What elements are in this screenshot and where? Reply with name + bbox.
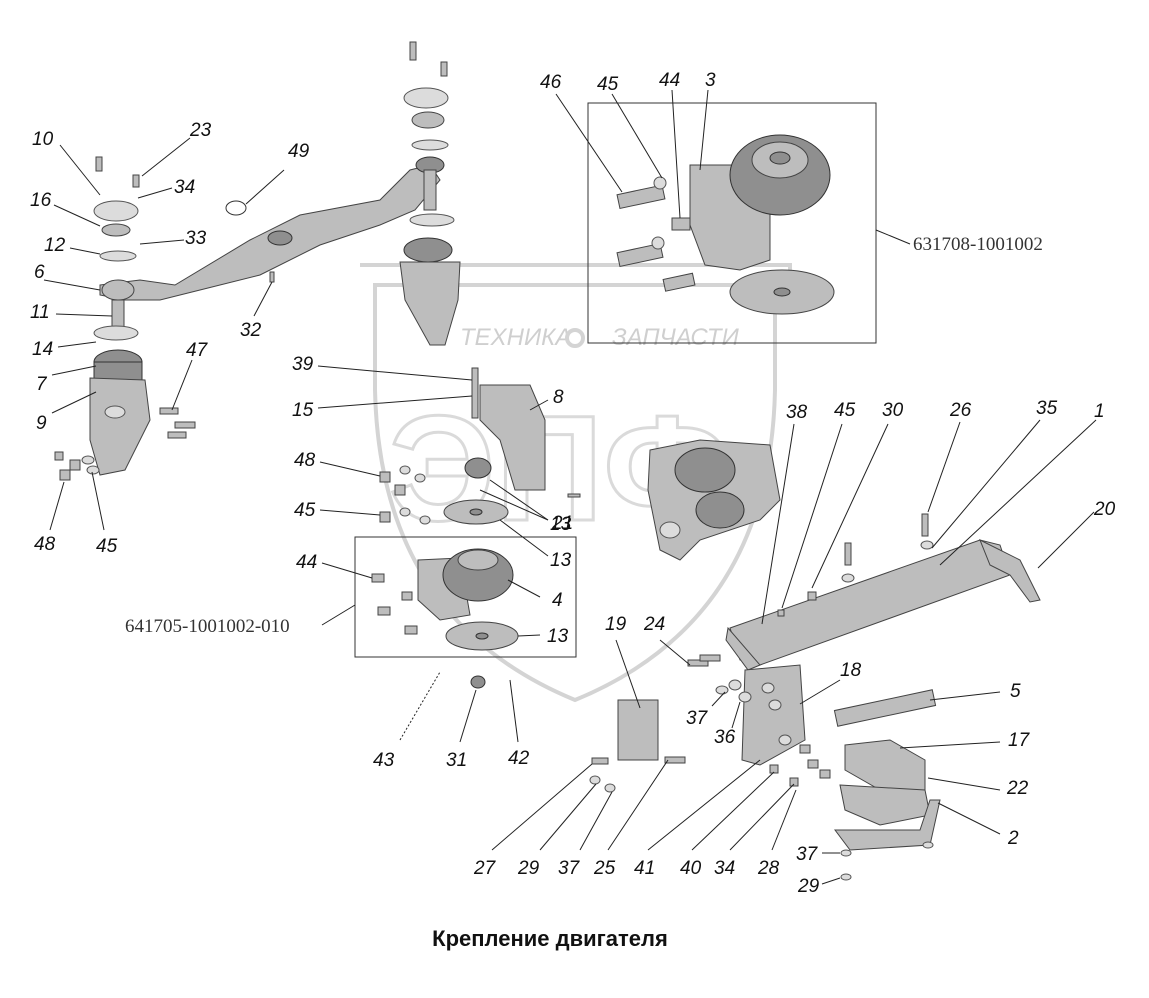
callout-36: 36 [714, 727, 736, 748]
callout-29a: 29 [517, 858, 540, 879]
callout-13b: 13 [550, 550, 572, 571]
callout-45a: 45 [597, 74, 619, 95]
watermark-left-word: ТЕХНИКА [460, 324, 571, 351]
center-mount-parts [399, 41, 461, 346]
callout-38: 38 [786, 402, 808, 423]
callout-22: 22 [1006, 778, 1029, 799]
callout-17: 17 [1008, 730, 1031, 751]
callout-44b: 44 [296, 552, 317, 573]
callout-10: 10 [32, 129, 54, 150]
middle-mount-parts [379, 367, 581, 525]
callout-7: 7 [36, 374, 48, 395]
callout-37c: 37 [796, 844, 819, 865]
callout-34b: 34 [714, 858, 735, 879]
callout-5: 5 [1010, 681, 1021, 702]
assembly-box-upper [587, 102, 877, 344]
callout-24: 24 [643, 614, 665, 635]
callout-48b: 48 [34, 534, 56, 555]
callout-3: 3 [705, 70, 716, 91]
callout-35: 35 [1036, 398, 1058, 419]
left-mount-parts [54, 156, 441, 481]
callout-25: 25 [593, 858, 616, 879]
callout-13c: 13 [547, 626, 569, 647]
callout-31: 31 [446, 750, 467, 771]
callout-1: 1 [1094, 401, 1105, 422]
callout-48a: 48 [294, 450, 316, 471]
diagram-title: Крепление двигателя [432, 926, 668, 951]
callout-32: 32 [240, 320, 262, 341]
callout-15: 15 [292, 400, 314, 421]
callout-2: 2 [1007, 828, 1019, 849]
bracket-housing [647, 439, 781, 561]
upper-box-parts [616, 134, 835, 315]
callout-41: 41 [634, 858, 655, 879]
callout-29b: 29 [797, 876, 820, 897]
callout-42: 42 [508, 748, 530, 769]
callout-11: 11 [30, 302, 50, 323]
callout-37b: 37 [558, 858, 581, 879]
callout-47: 47 [186, 340, 209, 361]
callout-19: 19 [605, 614, 627, 635]
callout-39: 39 [292, 354, 314, 375]
callout-12: 12 [44, 235, 66, 256]
callout-6: 6 [34, 262, 45, 283]
callout-30: 30 [882, 400, 904, 421]
callout-27: 27 [473, 858, 497, 879]
callout-21: 21 [551, 513, 573, 534]
callout-45c: 45 [96, 536, 118, 557]
callout-49: 49 [288, 141, 310, 162]
callout-9: 9 [36, 413, 47, 434]
callout-33: 33 [185, 228, 207, 249]
callout-4: 4 [552, 590, 563, 611]
callout-23: 23 [189, 120, 212, 141]
lower-box-parts [371, 548, 519, 651]
watermark-right-word: ЗАПЧАСТИ [612, 324, 740, 351]
callout-13a: 13 [550, 514, 572, 535]
crossmember-parts [470, 513, 1041, 881]
callout-40: 40 [680, 858, 702, 879]
callout-45b: 45 [294, 500, 316, 521]
callout-8: 8 [553, 387, 564, 408]
callout-44a: 44 [659, 70, 680, 91]
callout-20: 20 [1093, 499, 1116, 520]
callout-16: 16 [30, 190, 52, 211]
callout-34a: 34 [174, 177, 195, 198]
callout-26: 26 [949, 400, 972, 421]
callout-18: 18 [840, 660, 862, 681]
callout-28: 28 [757, 858, 780, 879]
callout-14: 14 [32, 339, 53, 360]
callout-numbers: 1 2 3 4 5 6 7 8 9 10 11 12 13 13 13 14 1… [30, 70, 1116, 897]
leader-lines [43, 89, 1097, 885]
callout-46: 46 [540, 72, 562, 93]
callout-43: 43 [373, 750, 395, 771]
assembly-code-upper: 631708-1001002 [913, 234, 1043, 255]
callout-37a: 37 [686, 708, 709, 729]
callout-45d: 45 [834, 400, 856, 421]
assembly-code-lower: 641705-1001002-010 [125, 616, 290, 637]
assembly-box-lower [354, 536, 577, 658]
